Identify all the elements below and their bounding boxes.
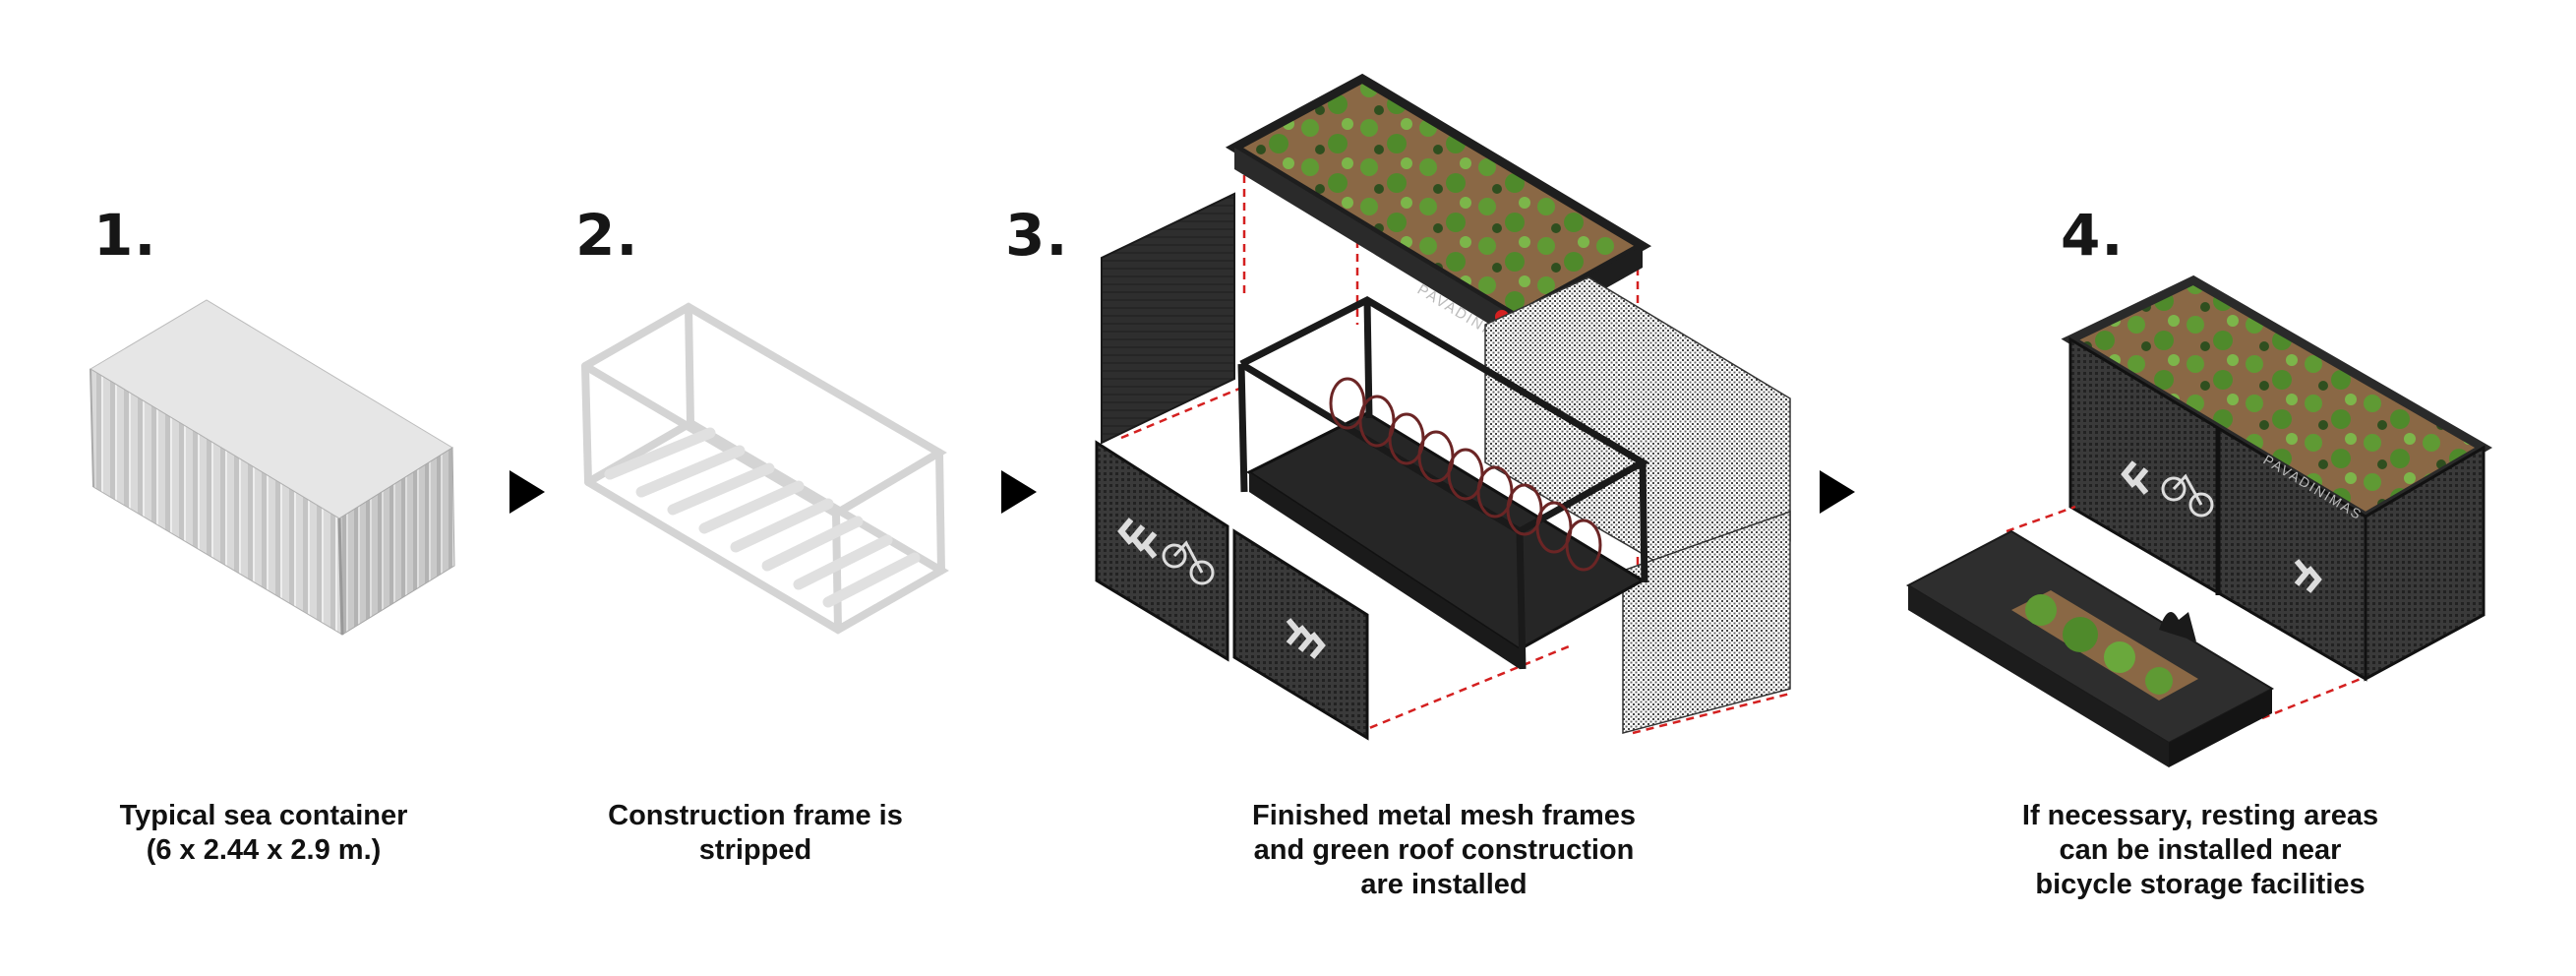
step-3-number: 3. [1005,202,1069,269]
caption-line: and green roof construction [1253,834,1635,866]
step-arrow-icon [1001,470,1037,514]
stripped-frame-illustration [581,302,949,635]
sea-container-illustration [90,299,455,636]
bike-rack-frame [1237,296,1650,670]
step-2-caption: Construction frame is stripped [539,799,972,868]
caption-line: stripped [698,834,812,866]
chevrons-left-icon [2121,460,2149,495]
end-mesh-panel [1622,510,1791,734]
bicycle-icon [2161,473,2214,518]
finished-unit-illustration: PAVADINIMAS [1905,274,2492,767]
caption-line: (6 x 2.44 x 2.9 m.) [146,834,382,866]
seated-person-icon [2159,612,2196,641]
caption-line: can be installed near [2059,834,2342,866]
exploded-assembly-illustration: PAVADINIMAS [1095,73,1791,741]
caption-line: Construction frame is [608,800,903,831]
step-1-caption: Typical sea container (6 x 2.44 x 2.9 m.… [47,799,480,868]
front-door-panels [1095,440,1369,741]
caption-line: Finished metal mesh frames [1251,800,1637,831]
caption-line: If necessary, resting areas [2021,800,2379,831]
step-4-number: 4. [2061,202,2125,269]
bicycle-icon [1162,540,1215,585]
caption-line: bicycle storage facilities [2035,869,2366,900]
chevrons-right-icon [1286,618,1326,659]
chevrons-right-icon [2294,559,2322,593]
resting-area [1905,529,2275,767]
caption-line: are installed [1360,869,1528,900]
step-2-number: 2. [575,202,639,269]
step-3-caption: Finished metal mesh frames and green roo… [1228,799,1660,902]
step-4-caption: If necessary, resting areas can be insta… [1984,799,2417,902]
step-1-number: 1. [93,202,157,269]
step-arrow-icon [509,470,545,514]
chevrons-left-icon [1117,518,1158,559]
caption-line: Typical sea container [119,800,408,831]
back-wall-panel [1101,192,1235,445]
step-arrow-icon [1820,470,1855,514]
bicycles [1329,377,1602,572]
